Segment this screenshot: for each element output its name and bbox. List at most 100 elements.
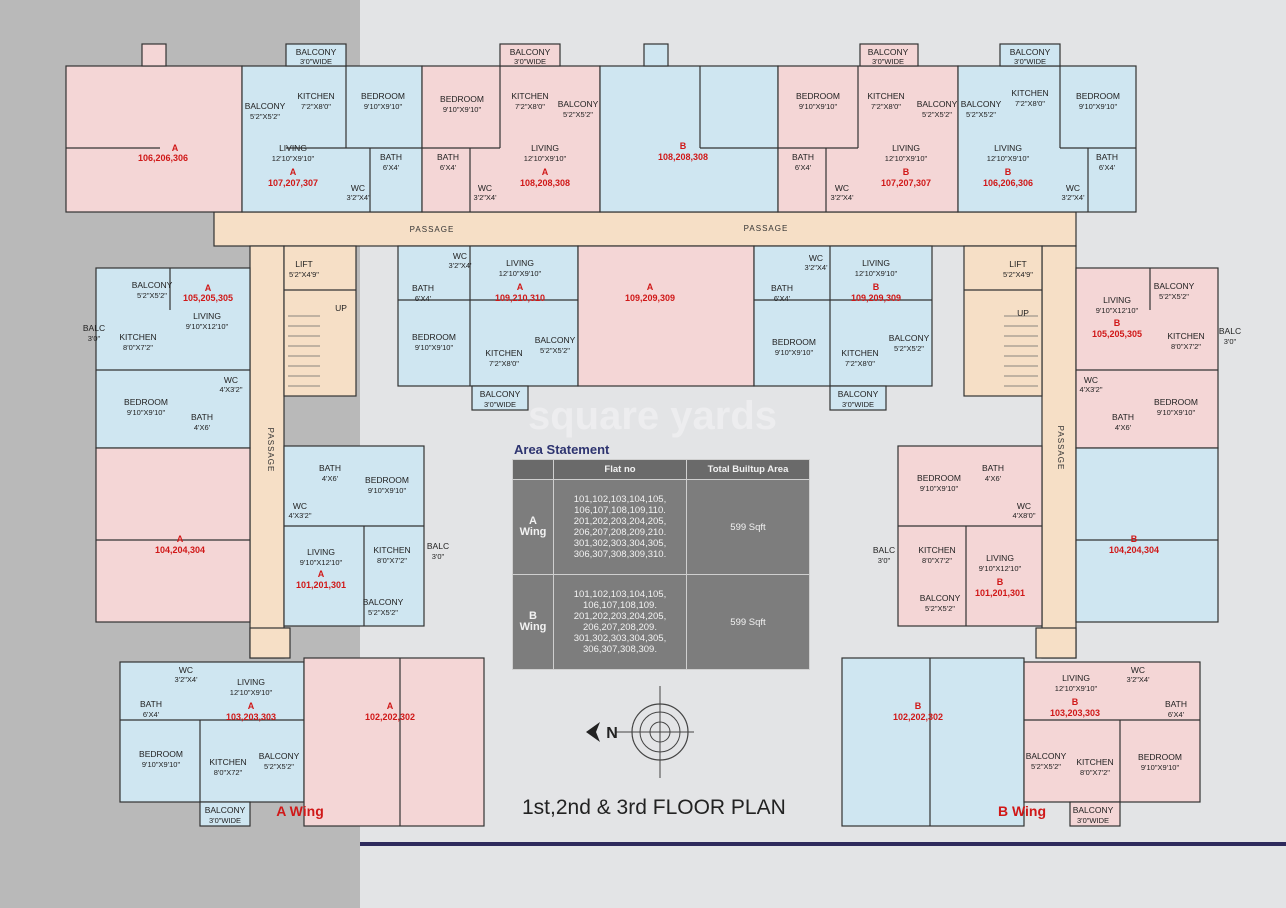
unit-letter: A (172, 143, 179, 153)
room-label: WC (293, 501, 307, 511)
room-label: LIVING (994, 143, 1022, 153)
room-label: BATH (1112, 412, 1134, 422)
room-label: BATH (792, 152, 814, 162)
room-dim: 9'10"X9'10" (799, 102, 838, 111)
unit-letter: B (873, 282, 880, 292)
room-dim: 9'10"X9'10" (127, 408, 166, 417)
room-label: KITCHEN (867, 91, 904, 101)
flat-b108 (599, 65, 779, 213)
flat-a105 (95, 267, 251, 449)
flat-b105 (1075, 267, 1219, 449)
room-dim: 8'0"X7'2" (123, 343, 153, 352)
flat-ab109 (577, 245, 755, 387)
unit-number: 109,210,310 (495, 293, 545, 303)
room-dim: 7'2"X8'0" (1015, 99, 1045, 108)
room-label: KITCHEN (1076, 757, 1113, 767)
unit-letter: B (915, 701, 922, 711)
room-label: BATH (771, 283, 793, 293)
unit-number: 101,201,301 (296, 580, 346, 590)
room-dim: 9'10"X9'10" (142, 760, 181, 769)
room-dim: 4'X6' (322, 474, 339, 483)
flat-b106 (957, 65, 1137, 213)
unit-letter: A (542, 167, 549, 177)
room-dim: 8'0"X7'2" (922, 556, 952, 565)
unit-number: 109,209,309 (625, 293, 675, 303)
room-label: BEDROOM (1138, 752, 1182, 762)
room-label: KITCHEN (511, 91, 548, 101)
room-label: BATH (140, 699, 162, 709)
passage-top (213, 211, 1077, 247)
unit-letter: A (290, 167, 297, 177)
room-dim: 5'2"X4'9" (1003, 270, 1033, 279)
balcony-a103 (199, 801, 251, 827)
unit-number: 105,205,305 (1092, 329, 1142, 339)
room-label: BALCONY (961, 99, 1002, 109)
room-label: BEDROOM (1076, 91, 1120, 101)
unit-letter: B (1072, 697, 1079, 707)
room-dim: 3'0"WIDE (1077, 816, 1109, 825)
room-dim: 3'2"X4' (174, 675, 198, 684)
room-dim: 12'10"X9'10" (524, 154, 567, 163)
room-label: WC (1066, 183, 1080, 193)
room-dim: 4'X3'2" (288, 511, 311, 520)
room-dim: 6'X4' (143, 710, 160, 719)
room-label: LIVING (986, 553, 1014, 563)
stair-treads (288, 315, 1038, 387)
room-label: KITCHEN (918, 545, 955, 555)
unit-number: 103,203,303 (1050, 708, 1100, 718)
balcony-top-small-2 (643, 43, 669, 67)
room-label: LIFT (295, 259, 312, 269)
room-label: WC (351, 183, 365, 193)
room-dim: 6'X4' (795, 163, 812, 172)
room-dim: 3'0"WIDE (514, 57, 546, 66)
room-dim: 9'10"X12'10" (1096, 306, 1139, 315)
room-label: BALCONY (132, 280, 173, 290)
unit-number: 109,209,309 (851, 293, 901, 303)
balcony-top-2 (499, 43, 561, 67)
unit-number: 108,208,308 (658, 152, 708, 162)
room-dim: 3'0"WIDE (1014, 57, 1046, 66)
unit-letter: B (1114, 318, 1121, 328)
table-row: B Wing 101,102,103,104,105, 106,107,108,… (512, 574, 810, 670)
room-label: BEDROOM (440, 94, 484, 104)
room-dim: 5'2"X5'2" (925, 604, 955, 613)
room-label: BALC (83, 323, 105, 333)
room-label: WC (809, 253, 823, 263)
room-label: BATH (437, 152, 459, 162)
room-dim: 8'0"X7'2" (1171, 342, 1201, 351)
room-dim: 9'10"X12'10" (300, 558, 343, 567)
room-label: KITCHEN (1167, 331, 1204, 341)
room-dim: 3'2"X4' (830, 193, 854, 202)
room-label: BEDROOM (1154, 397, 1198, 407)
room-dim: 12'10"X9'10" (885, 154, 928, 163)
room-label: BEDROOM (772, 337, 816, 347)
room-dim: 3'2"X4' (473, 193, 497, 202)
table-cell-flats: 101,102,103,104,105, 106,107,108,109. 20… (553, 574, 687, 670)
unit-letter: B (997, 577, 1004, 587)
unit-number: 106,206,306 (138, 153, 188, 163)
room-dim: 9'10"X9'10" (1079, 102, 1118, 111)
flat-b104 (1075, 447, 1219, 623)
room-label: LIVING (892, 143, 920, 153)
area-statement-heading: Area Statement (514, 442, 610, 457)
passage-label-left: PASSAGE (266, 428, 275, 473)
room-dim: 4'X8'0" (1012, 511, 1035, 520)
room-dim: 9'10"X9'10" (775, 348, 814, 357)
room-dim: 12'10"X9'10" (855, 269, 898, 278)
room-dim: 9'10"X9'10" (368, 486, 407, 495)
room-label: BALCONY (868, 47, 909, 57)
unit-number: 106,206,306 (983, 178, 1033, 188)
room-label: BALC (1219, 326, 1241, 336)
room-label: KITCHEN (1011, 88, 1048, 98)
room-label: BEDROOM (139, 749, 183, 759)
room-label: LIVING (1062, 673, 1090, 683)
room-dim: 12'10"X9'10" (230, 688, 273, 697)
room-label: LIFT (1009, 259, 1026, 269)
room-dim: 4'X6' (985, 474, 1002, 483)
room-dim: 4'X6' (1115, 423, 1132, 432)
flat-a101 (283, 445, 425, 627)
room-dim: 7'2"X8'0" (489, 359, 519, 368)
room-label: BALCONY (838, 389, 879, 399)
room-dim: 9'10"X9'10" (920, 484, 959, 493)
room-label: KITCHEN (373, 545, 410, 555)
